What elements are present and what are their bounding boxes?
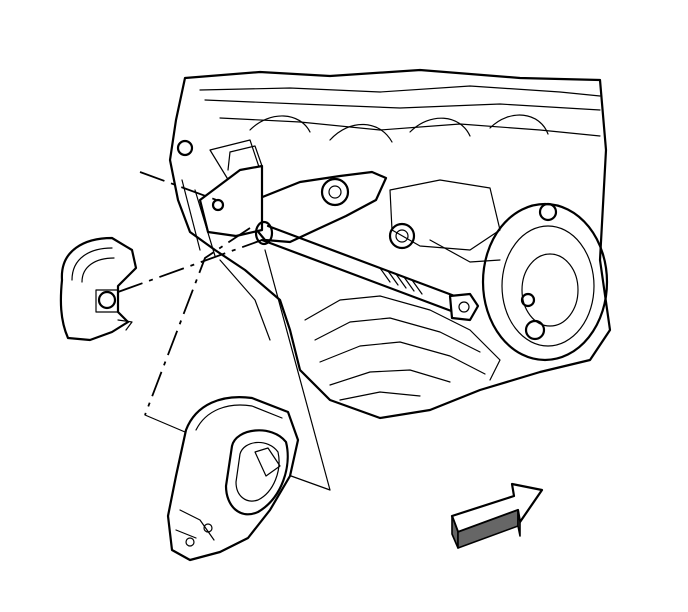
- engine-block: [168, 68, 612, 420]
- mount-bracket: [198, 145, 388, 244]
- engine-mount: [166, 396, 300, 562]
- mount-through-bolt: [254, 220, 480, 322]
- front-direction-arrow: [450, 482, 544, 549]
- assembly-lines: [117, 171, 331, 491]
- heat-shield: [59, 236, 138, 342]
